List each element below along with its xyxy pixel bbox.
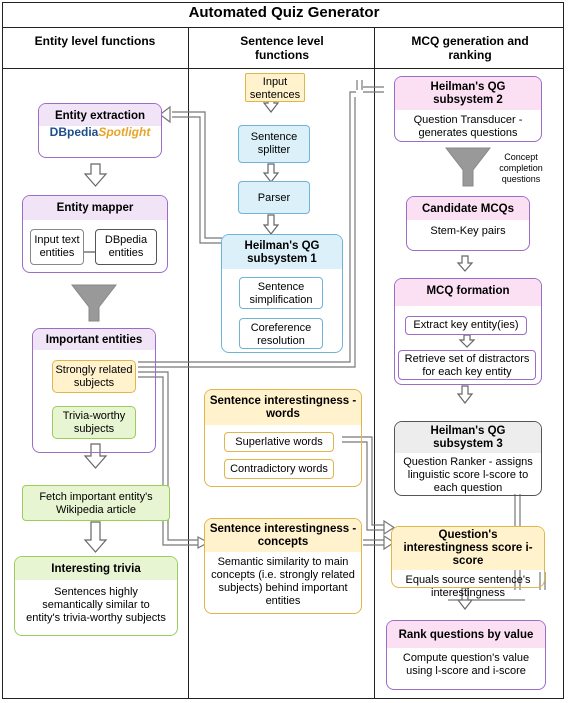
interestingness-concepts-desc: Semantic similarity to main concepts (i.… bbox=[211, 556, 355, 607]
logo-text-dbpedia: DBpedia bbox=[49, 125, 99, 139]
candidate-mcqs-box: Candidate MCQs Stem-Key pairs bbox=[406, 196, 530, 251]
iscore-desc: Equals source sentence's interestingness bbox=[405, 574, 531, 599]
interestingness-concepts-title: Sentence interestingness - concepts bbox=[205, 519, 361, 552]
entity-extraction-box: Entity extraction DBpediaSpotlight bbox=[38, 103, 162, 158]
rank-questions-desc: Compute question's value using l-score a… bbox=[402, 652, 530, 677]
rank-questions-box: Rank questions by value Compute question… bbox=[386, 620, 546, 690]
arrow-down-icon bbox=[262, 214, 280, 235]
entity-mapper-title: Entity mapper bbox=[23, 196, 167, 220]
column-divider-2 bbox=[374, 27, 375, 699]
arrow-down-icon bbox=[83, 521, 108, 553]
input-text-entities: Input text entities bbox=[30, 229, 84, 265]
arrow-down-icon bbox=[83, 163, 108, 187]
interesting-trivia-box: Interesting trivia Sentences highly sema… bbox=[14, 556, 178, 636]
concept-completion-note: Concept completion questions bbox=[499, 152, 543, 184]
coreference-resolution: Coreference resolution bbox=[239, 318, 323, 349]
candidate-mcqs-desc: Stem-Key pairs bbox=[430, 225, 506, 237]
entity-extraction-title: Entity extraction bbox=[39, 104, 161, 126]
arrow-down-icon bbox=[83, 443, 108, 469]
qg-subsystem-1-title: Heilman's QG subsystem 1 bbox=[222, 235, 342, 269]
sentence-simplification: Sentence simplification bbox=[239, 277, 323, 309]
input-sentences-box: Input sentences bbox=[245, 73, 305, 102]
entity-mapper-box: Entity mapper bbox=[22, 195, 168, 273]
column-header-sentence: Sentence level functions bbox=[240, 34, 324, 62]
qg-subsystem-3-box: Heilman's QG subsystem 3 Question Ranker… bbox=[394, 421, 542, 496]
rank-questions-title: Rank questions by value bbox=[387, 621, 545, 648]
arrow-down-icon bbox=[456, 255, 474, 272]
arrow-down-icon bbox=[456, 385, 474, 404]
column-divider-1 bbox=[188, 27, 189, 699]
parser-box: Parser bbox=[238, 181, 310, 214]
qg-subsystem-2-title: Heilman's QG subsystem 2 bbox=[395, 77, 541, 110]
funnel-icon bbox=[70, 284, 118, 322]
important-entities-title: Important entities bbox=[33, 329, 155, 350]
qg-subsystem-3-title: Heilman's QG subsystem 3 bbox=[395, 422, 541, 453]
arrow-down-icon bbox=[458, 334, 476, 348]
funnel-icon bbox=[444, 147, 492, 187]
iscore-box: Question's interestingness score i-score… bbox=[391, 526, 545, 599]
extract-key-entities: Extract key entity(ies) bbox=[405, 316, 527, 335]
sentence-splitter-box: Sentence splitter bbox=[238, 125, 310, 163]
mcq-formation-box: MCQ formation bbox=[394, 278, 542, 385]
fetch-article-box: Fetch important entity's Wikipedia artic… bbox=[22, 485, 170, 521]
interestingness-words-title: Sentence interestingness - words bbox=[205, 390, 361, 425]
interestingness-concepts-box: Sentence interestingness - concepts Sema… bbox=[204, 518, 362, 614]
iscore-title: Question's interestingness score i-score bbox=[392, 527, 544, 570]
qg-subsystem-3-desc: Question Ranker - assigns linguistic sco… bbox=[403, 456, 533, 494]
candidate-mcqs-title: Candidate MCQs bbox=[407, 197, 529, 220]
diagram-title: Automated Quiz Generator bbox=[188, 4, 380, 21]
dbpedia-spotlight-logo: DBpediaSpotlight bbox=[39, 126, 161, 139]
interesting-trivia-title: Interesting trivia bbox=[15, 557, 177, 580]
header-divider bbox=[2, 68, 564, 69]
qg-subsystem-2-box: Heilman's QG subsystem 2 Question Transd… bbox=[394, 76, 542, 142]
column-header-entity: Entity level functions bbox=[34, 34, 156, 48]
column-header-mcq: MCQ generation and ranking bbox=[411, 34, 529, 62]
interestingness-words-box: Sentence interestingness - words bbox=[204, 389, 362, 487]
logo-text-spotlight: Spotlight bbox=[98, 125, 151, 139]
retrieve-distractors: Retrieve set of distractors for each key… bbox=[398, 350, 536, 380]
qg-subsystem-1-box: Heilman's QG subsystem 1 bbox=[221, 234, 343, 353]
important-entities-box: Important entities bbox=[32, 328, 156, 453]
strongly-related-subjects: Strongly related subjects bbox=[52, 360, 136, 393]
mcq-formation-title: MCQ formation bbox=[395, 279, 541, 306]
qg-subsystem-2-desc: Question Transducer - generates question… bbox=[413, 114, 523, 139]
trivia-worthy-subjects: Trivia-worthy subjects bbox=[52, 406, 136, 439]
dbpedia-entities: DBpedia entities bbox=[95, 229, 157, 265]
title-divider bbox=[2, 27, 564, 28]
superlative-words: Superlative words bbox=[224, 432, 334, 452]
arrow-down-icon bbox=[262, 163, 280, 183]
contradictory-words: Contradictory words bbox=[224, 459, 334, 479]
interesting-trivia-desc: Sentences highly semantically similar to… bbox=[26, 586, 166, 624]
